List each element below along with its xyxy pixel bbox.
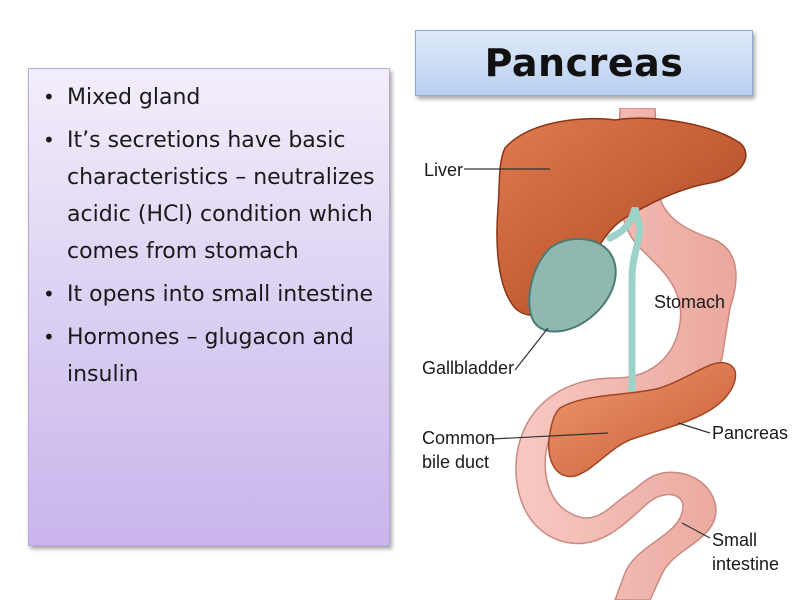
pancreas-label: Pancreas: [712, 423, 788, 443]
bullet-text: Hormones – glugacon and insulin: [67, 325, 354, 387]
stomach-label: Stomach: [654, 292, 725, 312]
bullet-dot-icon: •: [43, 325, 55, 349]
bullet-dot-icon: •: [43, 85, 55, 109]
bullet-item: • Mixed gland: [43, 79, 381, 116]
liver-label: Liver: [424, 160, 463, 180]
pancreas-shape: [548, 361, 737, 478]
common-bile-duct-leader-line: [491, 432, 609, 440]
bullet-dot-icon: •: [43, 282, 55, 306]
bullet-panel: • Mixed gland • It’s secretions have bas…: [28, 68, 390, 546]
small-intestine-label-line1: Small: [712, 530, 757, 550]
bullet-item: • It opens into small intestine: [43, 276, 381, 313]
common-bile-duct-label-line1: Common: [422, 428, 495, 448]
bullet-item: • It’s secretions have basic characteris…: [43, 122, 381, 270]
common-bile-duct-label-line2: bile duct: [422, 452, 489, 472]
gallbladder-leader-line: [514, 327, 549, 371]
gallbladder-label: Gallbladder: [422, 358, 514, 378]
bullet-text: It’s secretions have basic characteristi…: [67, 128, 375, 264]
slide-title: Pancreas: [484, 41, 684, 85]
bullet-list: • Mixed gland • It’s secretions have bas…: [43, 79, 381, 393]
pancreas-anatomy-diagram: Liver Stomach Gallbladder Common bile du…: [422, 108, 788, 600]
bullet-item: • Hormones – glugacon and insulin: [43, 319, 381, 393]
bullet-dot-icon: •: [43, 128, 55, 152]
small-intestine-label-line2: intestine: [712, 554, 779, 574]
small-intestine-leader-line: [681, 522, 711, 539]
gallbladder-shape: [528, 237, 617, 333]
bullet-text: It opens into small intestine: [67, 282, 374, 307]
bullet-text: Mixed gland: [67, 85, 201, 110]
pancreas-leader-line: [677, 422, 711, 434]
title-box: Pancreas: [415, 30, 753, 96]
